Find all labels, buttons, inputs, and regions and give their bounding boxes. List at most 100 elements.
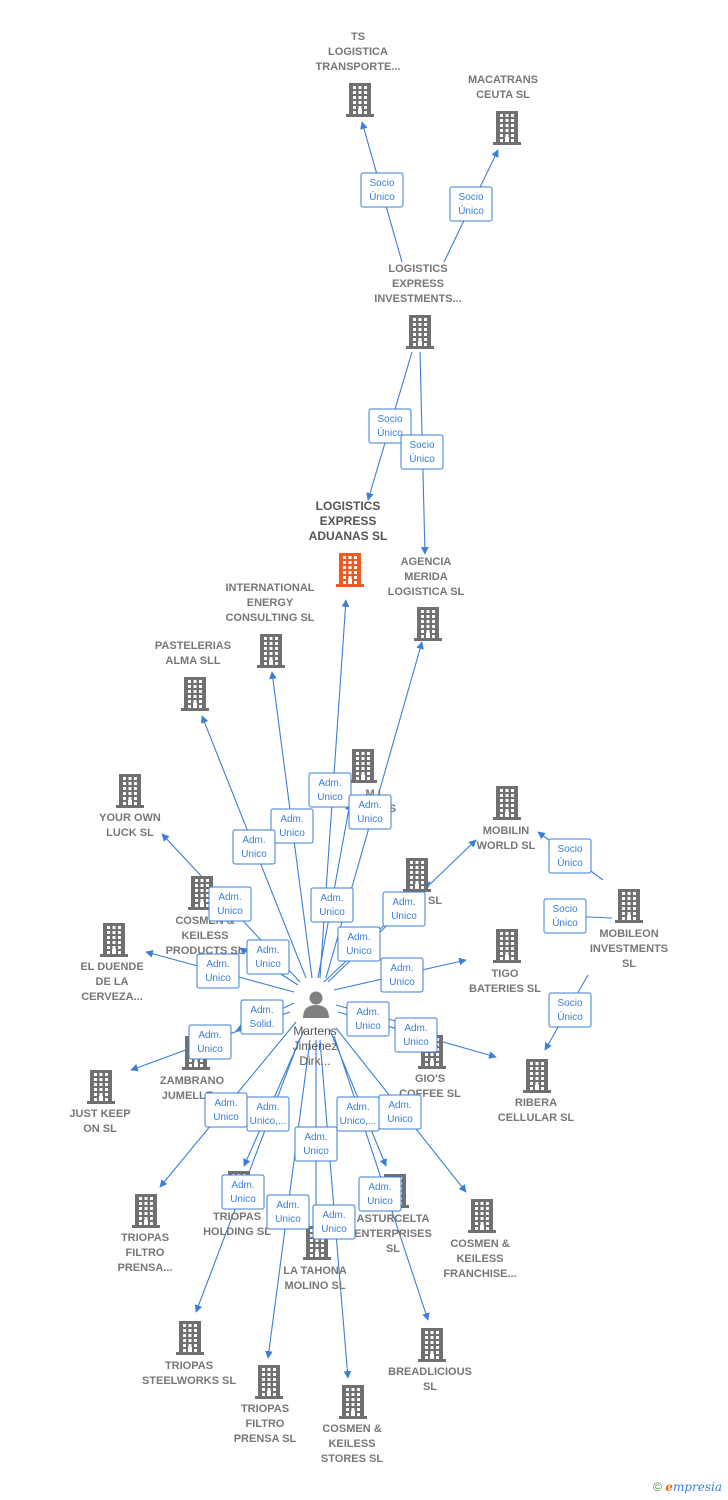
svg-text:Único: Único [409, 452, 435, 465]
relation-label-person-cosmenkp[interactable]: Adm. Unico [246, 939, 290, 975]
svg-text:Unico: Unico [357, 814, 383, 825]
relation-label-person-agencia[interactable]: Adm. Unico [348, 794, 392, 830]
building-icon-mobileon[interactable] [615, 889, 643, 923]
building-icon-tigo[interactable] [493, 929, 521, 963]
svg-text:Socio: Socio [557, 998, 582, 1009]
svg-text:Unico: Unico [389, 977, 415, 988]
svg-text:Unico: Unico [317, 792, 343, 803]
svg-text:Único: Único [557, 1010, 583, 1023]
building-icon-cosmenkp[interactable] [188, 876, 216, 910]
focus-building-icon[interactable] [336, 553, 364, 587]
svg-text:Adm.: Adm. [318, 778, 341, 789]
svg-text:Adm.: Adm. [358, 800, 381, 811]
svg-text:Unico: Unico [391, 911, 417, 922]
svg-text:Adm.: Adm. [322, 1210, 345, 1221]
svg-text:Socio: Socio [557, 844, 582, 855]
relation-label-person-ckstores[interactable]: Adm. Unico [312, 1204, 356, 1240]
relation-label-person-gios[interactable]: Adm.Unico [346, 1001, 390, 1037]
svg-text:Unico: Unico [321, 1224, 347, 1235]
relation-label-person-ribera[interactable]: Adm.Unico [394, 1017, 438, 1053]
relation-label-person-mlinv[interactable]: Adm.Unico [310, 887, 354, 923]
svg-text:Adm.: Adm. [250, 1005, 273, 1016]
relation-label-person-pasteler[interactable]: Adm. Unico [232, 829, 276, 865]
relation-label-person-breadlicious[interactable]: Adm.Unico [358, 1176, 402, 1212]
building-icon-ts[interactable] [346, 83, 374, 117]
svg-text:Adm.: Adm. [280, 814, 303, 825]
building-icon-agencia[interactable] [414, 607, 442, 641]
relation-label-person-focus[interactable]: Adm. Unico [308, 772, 352, 808]
person-icon[interactable] [303, 991, 329, 1019]
svg-text:Socio: Socio [377, 414, 402, 425]
relation-label-person-tfp2[interactable]: Adm.Unico [266, 1194, 310, 1230]
svg-text:Adm.: Adm. [242, 835, 265, 846]
relation-label-person-justkeep[interactable]: Adm.Unico [188, 1024, 232, 1060]
building-icon-breadlicious[interactable] [418, 1328, 446, 1362]
svg-text:Unico,...: Unico,... [340, 1116, 377, 1127]
building-icon-macatrans[interactable] [493, 111, 521, 145]
building-icon-mlinv[interactable] [349, 749, 377, 783]
svg-text:Único: Único [552, 916, 578, 929]
building-icon-mobilin[interactable] [493, 786, 521, 820]
svg-text:Socio: Socio [458, 192, 483, 203]
brand-logo: empresia [665, 1480, 722, 1494]
svg-text:Socio: Socio [369, 178, 394, 189]
building-icon-lei[interactable] [406, 315, 434, 349]
building-icon-iec[interactable] [257, 634, 285, 668]
svg-text:Adm.: Adm. [388, 1100, 411, 1111]
building-icon-yourown[interactable] [116, 774, 144, 808]
relation-label-person-tfp1[interactable]: Adm.Unico [204, 1092, 248, 1128]
building-icon-justkeep[interactable] [87, 1070, 115, 1104]
svg-text:Adm.: Adm. [198, 1030, 221, 1041]
svg-text:Unico: Unico [387, 1114, 413, 1125]
relation-label-person-tsteel[interactable]: Adm.Unico [221, 1174, 265, 1210]
relation-label-person-tholding[interactable]: Adm.Unico,... [246, 1096, 290, 1132]
relation-label-person-iec[interactable]: Adm.Unico [270, 808, 314, 844]
svg-text:Adm.: Adm. [256, 945, 279, 956]
building-icon-tfp2[interactable] [255, 1365, 283, 1399]
relation-label-person-ckfranch[interactable]: Adm. Unico [378, 1094, 422, 1130]
relation-label-person-mobilin[interactable]: Adm.Unico [337, 926, 381, 962]
relation-label-person-usl[interactable]: Adm.Unico [382, 891, 426, 927]
relation-label-person-zambrano[interactable]: Adm.Solid. [240, 999, 284, 1035]
svg-text:Adm.: Adm. [347, 932, 370, 943]
relation-label-person-duende[interactable]: Adm. Unico [196, 953, 240, 989]
building-icon-duende[interactable] [100, 923, 128, 957]
svg-text:Unico: Unico [241, 849, 267, 860]
svg-text:Adm.: Adm. [356, 1007, 379, 1018]
relation-label-person-tahona[interactable]: Adm.Unico [294, 1126, 338, 1162]
svg-text:Unico: Unico [205, 973, 231, 984]
building-icon-tsteel[interactable] [176, 1321, 204, 1355]
building-icon-tfp1[interactable] [132, 1194, 160, 1228]
relation-label-person-tigo[interactable]: Adm.Unico [380, 957, 424, 993]
svg-text:Socio: Socio [409, 440, 434, 451]
relation-label-person-yourown[interactable]: Adm.Unico [208, 886, 252, 922]
relation-label-person-asturcelta[interactable]: Adm.Unico,... [336, 1096, 380, 1132]
building-icon-usl[interactable] [403, 858, 431, 892]
footer-brand[interactable]: © empresia [653, 1480, 722, 1494]
building-icon-ckstores[interactable] [339, 1385, 367, 1419]
svg-text:Adm.: Adm. [206, 959, 229, 970]
svg-text:Unico: Unico [255, 959, 281, 970]
svg-text:Adm.: Adm. [214, 1098, 237, 1109]
building-icon-ribera[interactable] [523, 1059, 551, 1093]
building-icon-pasteler[interactable] [181, 677, 209, 711]
building-icon-ckfranch[interactable] [468, 1199, 496, 1233]
svg-text:Único: Único [369, 190, 395, 203]
